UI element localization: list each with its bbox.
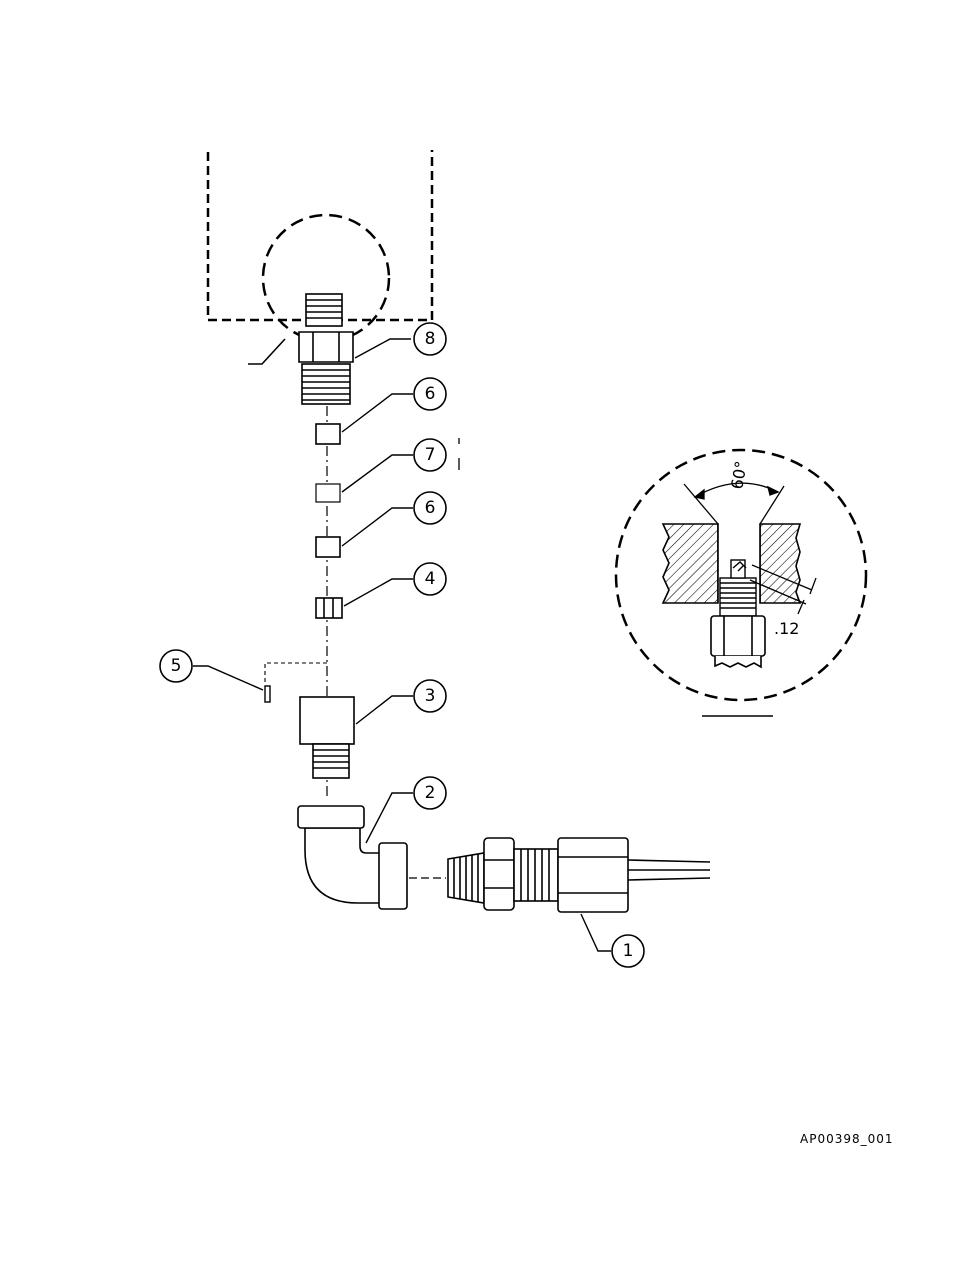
part-4-insert: [316, 598, 342, 618]
callout-5: 5: [160, 650, 192, 682]
callout-4: 4: [414, 563, 446, 595]
callout-6-upper: 6: [414, 378, 446, 410]
callout-7-label: 7: [425, 445, 436, 465]
part-1-tube-fitting: [448, 838, 628, 912]
detail-hatched-body-right: [760, 524, 800, 603]
callout-6-lower-label: 6: [425, 498, 436, 518]
tubing: [628, 860, 710, 880]
callout-4-label: 4: [425, 569, 436, 589]
callout-2: 2: [414, 777, 446, 809]
callout-6-upper-label: 6: [425, 384, 436, 404]
part-5-relation-line: [265, 663, 327, 684]
callout-5-label: 5: [171, 656, 182, 676]
detail-dimension-label: .12: [774, 619, 799, 638]
callout-8-label: 8: [425, 329, 436, 349]
part-3-adapter: [300, 697, 354, 778]
callout-6-lower: 6: [414, 492, 446, 524]
detail-view: 60° .12: [616, 450, 866, 716]
callout-1: 1: [612, 935, 644, 967]
detail-leader-line: [248, 339, 285, 364]
detail-hex-nut: [711, 616, 765, 667]
detail-hatched-body-left: [663, 524, 718, 603]
callout-3-label: 3: [425, 686, 436, 706]
detail-angle-label: 60°: [727, 459, 751, 490]
part-5-pin: [265, 686, 270, 702]
part-7-sleeve: [316, 484, 340, 502]
part-8-connector: [299, 294, 353, 404]
part-6-ferrule-lower: [316, 537, 340, 557]
figure-id: AP00398_001: [800, 1132, 894, 1146]
callout-3: 3: [414, 680, 446, 712]
callout-1-label: 1: [623, 941, 634, 961]
part-6-ferrule-upper: [316, 424, 340, 444]
part-2-elbow: [298, 806, 407, 909]
callout-8: 8: [414, 323, 446, 355]
callout-2-label: 2: [425, 783, 436, 803]
callout-7: 7: [414, 439, 446, 471]
